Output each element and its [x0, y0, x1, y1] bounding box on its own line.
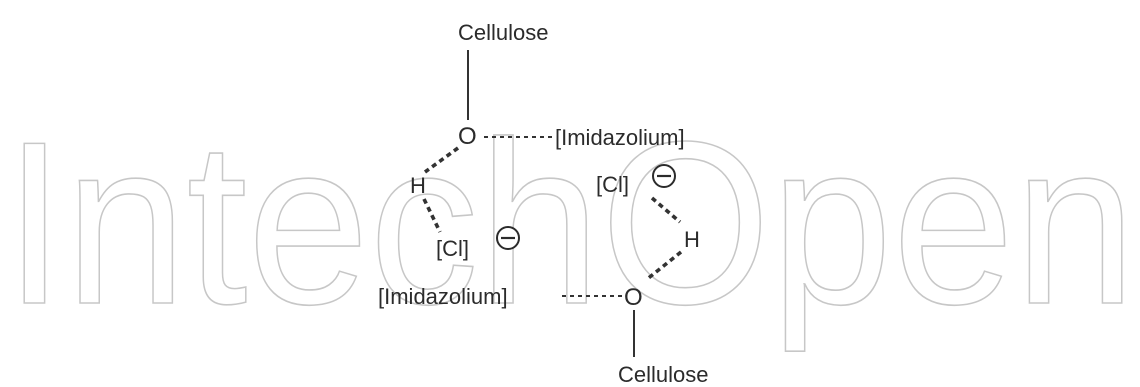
hbond-hydrogen-right-oxygen-bottom — [644, 250, 683, 282]
hbond-oxygen-top-hydrogen-left — [423, 146, 460, 174]
oxygen-bottom-label: O — [624, 284, 643, 311]
watermark-text: IntechOpen — [4, 94, 1136, 353]
hbond-hydrogen-left-chloride-left — [422, 198, 442, 233]
oxygen-top-label: O — [458, 123, 477, 150]
cellulose-top-label: Cellulose — [458, 20, 549, 45]
chloride-left-label: [Cl] — [436, 236, 469, 261]
negative-charge-icon — [652, 164, 676, 188]
cellulose-bottom-label: Cellulose — [618, 362, 709, 387]
imidazolium-top-label: [Imidazolium] — [555, 125, 685, 150]
imidazolium-bottom-label: [Imidazolium] — [378, 284, 508, 309]
hydrogen-left-label: H — [410, 173, 426, 198]
hydrogen-right-label: H — [684, 227, 700, 252]
hbond-chloride-right-hydrogen-right — [650, 196, 682, 224]
chloride-right-label: [Cl] — [596, 172, 629, 197]
negative-charge-icon — [496, 226, 520, 250]
